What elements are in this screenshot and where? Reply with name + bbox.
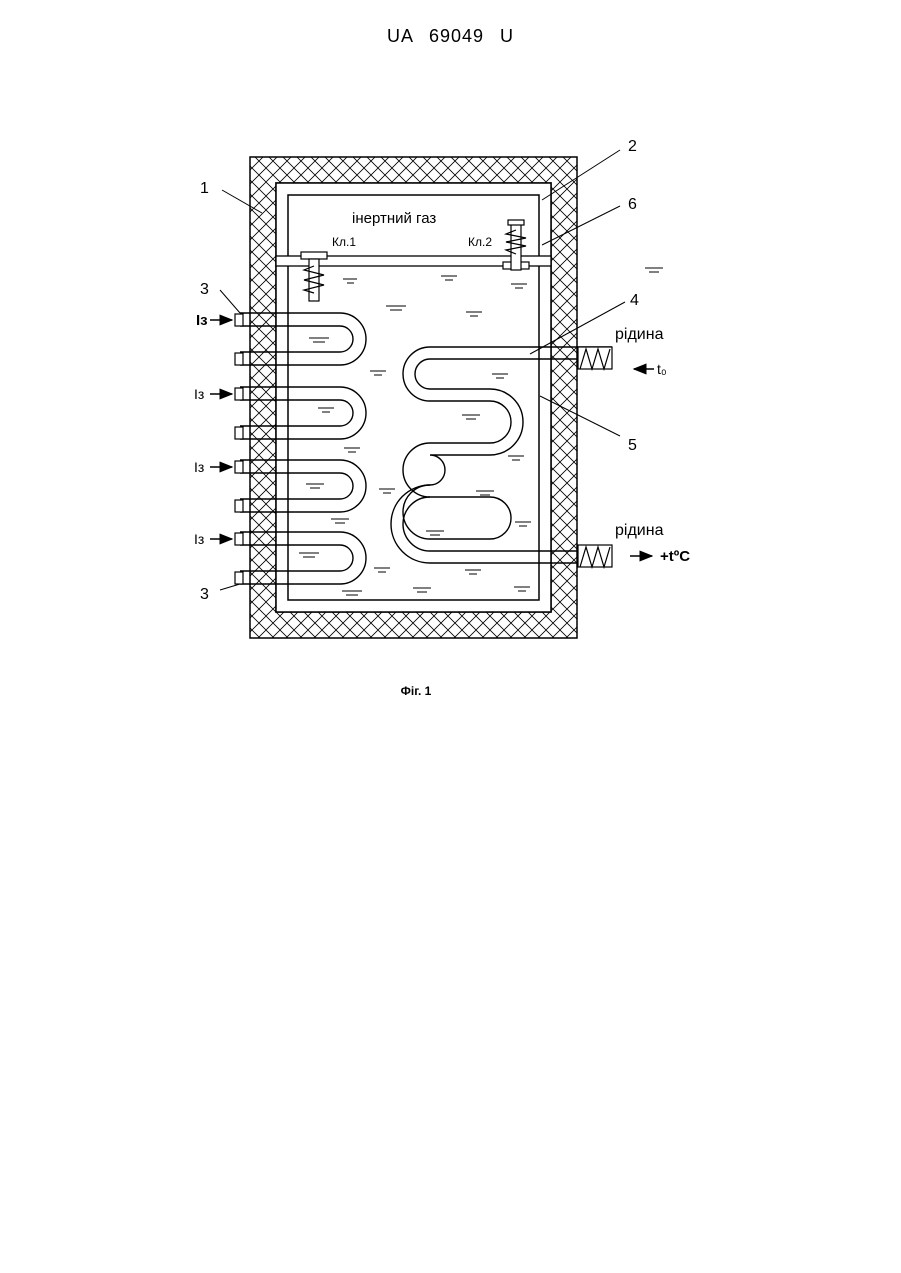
valve-1-label: Кл.1	[332, 235, 356, 249]
inlet-port	[578, 347, 612, 369]
terminals	[235, 314, 243, 584]
vessel-outer-wall	[276, 183, 551, 612]
current-label-3: Iз	[194, 459, 204, 475]
current-label-2: Iз	[194, 386, 204, 402]
current-label-1: Iз	[196, 312, 208, 329]
label-4: 4	[630, 292, 639, 309]
label-2: 2	[628, 138, 637, 155]
valve-2-label: Кл.2	[468, 235, 492, 249]
label-1: 1	[200, 180, 209, 197]
liquid-outlet-label: рідина	[615, 522, 664, 539]
current-label-4: Iз	[194, 531, 204, 547]
liquid-inlet-label: рідина	[615, 326, 664, 343]
label-3-top: 3	[200, 281, 209, 298]
label-3-bottom: 3	[200, 586, 209, 603]
figure-caption: Фіг. 1	[0, 684, 832, 698]
outlet-port	[578, 545, 612, 567]
outlet-temperature-label: +tºC	[660, 548, 690, 565]
label-5: 5	[628, 437, 637, 454]
gas-label: інертний газ	[352, 210, 436, 227]
inlet-temperature-label: t₀	[657, 361, 667, 377]
label-6: 6	[628, 196, 637, 213]
